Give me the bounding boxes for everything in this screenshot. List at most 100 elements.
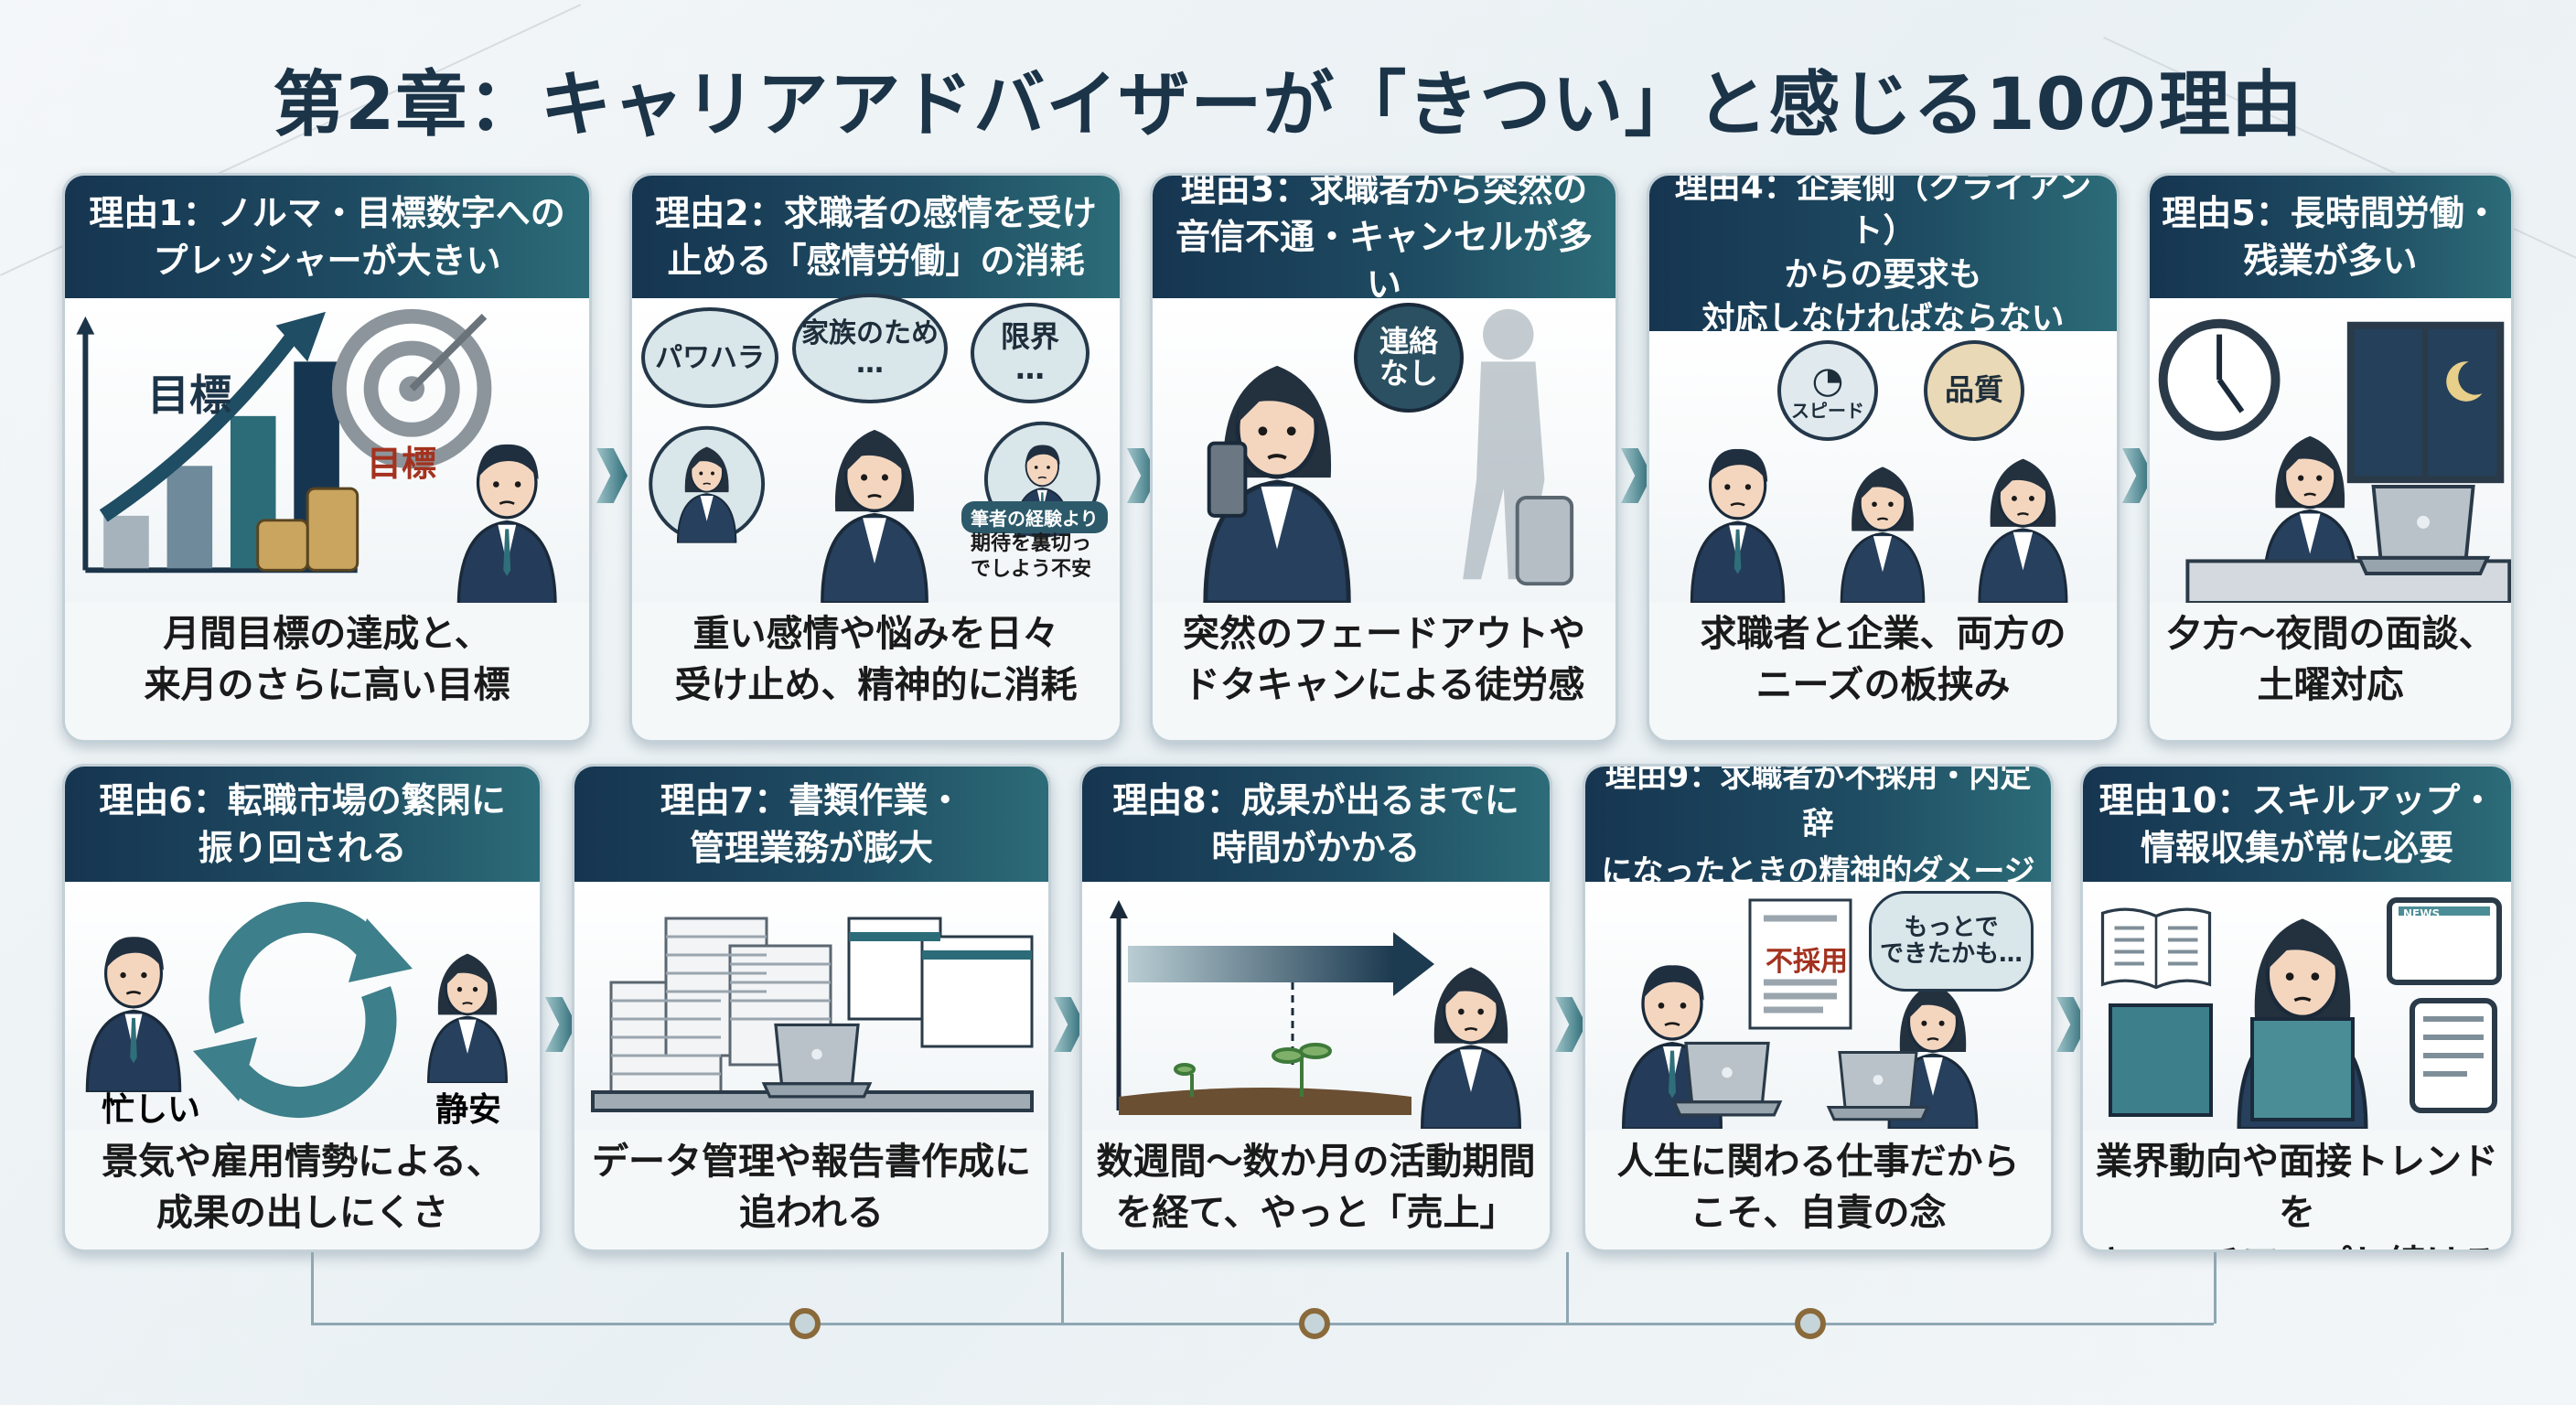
card-header: 理由4：企業側（クライアント）からの要求も対応しなければならない bbox=[1649, 173, 2117, 338]
speech-bubble-for-family: 家族のため … bbox=[792, 294, 948, 403]
illustration-long-lead-time bbox=[1082, 882, 1550, 1131]
card-header: 理由7：書類作業・管理業務が膨大 bbox=[574, 767, 1048, 882]
speedometer-icon: ◔ bbox=[1811, 359, 1844, 402]
card-header: 理由9：求職者が不採用・内定辞になったときの精神的ダメージ bbox=[1585, 764, 2051, 890]
caption-line: 突然のフェードアウトや bbox=[1183, 613, 1585, 655]
card-header: 理由5：長時間労働・残業が多い bbox=[2150, 176, 2511, 298]
header-line: 理由5：長時間労働・ bbox=[2162, 193, 2499, 233]
header-line: 理由10：スキルアップ・ bbox=[2098, 780, 2496, 820]
flow-chevron-icon bbox=[596, 448, 628, 503]
illustration-rejection-damage: 不採用 もっとで できたかも… bbox=[1585, 882, 2051, 1131]
caption-line: 追われる bbox=[739, 1192, 884, 1234]
reason-card-4: 理由4：企業側（クライアント）からの要求も対応しなければならない ◔スピード 品… bbox=[1647, 173, 2120, 743]
header-line: 理由9：求職者が不採用・内定辞 bbox=[1605, 764, 2032, 842]
header-line: 理由1：ノルマ・目標数字への bbox=[89, 193, 565, 233]
speech-bubble-quality: 品質 bbox=[1924, 340, 2024, 441]
card-header: 理由1：ノルマ・目標数字へのプレッシャーが大きい bbox=[65, 176, 589, 298]
caption-line: ニーズの板挟み bbox=[1755, 664, 2011, 706]
caption-line: キャッチアップし続ける bbox=[2092, 1239, 2502, 1249]
flow-chevron-icon bbox=[1555, 997, 1586, 1052]
speech-bubble-no-contact: 連絡 なし bbox=[1354, 303, 1464, 413]
thought-bubble-could-have-done-more: もっとで できたかも… bbox=[1869, 891, 2034, 992]
speech-bubble-power-harassment: パワハラ bbox=[641, 307, 778, 408]
connector-line bbox=[2214, 1252, 2216, 1324]
caption-line: 人生に関わる仕事だから bbox=[1616, 1141, 2020, 1183]
connector-node bbox=[789, 1308, 821, 1339]
caption-line: 数週間〜数か月の活動期間 bbox=[1096, 1141, 1536, 1183]
caption-line: 夕方〜夜間の面談、 bbox=[2165, 613, 2496, 655]
caption-line: 来月のさらに高い目標 bbox=[144, 664, 510, 706]
caption-line: 景気や雇用情勢による、 bbox=[102, 1141, 503, 1183]
rejection-document-label: 不採用 bbox=[1766, 946, 1848, 978]
card-caption: 数週間〜数か月の活動期間を経て、やっと「売上」 bbox=[1082, 1131, 1550, 1249]
paper-stacks-illustration bbox=[591, 917, 1034, 1112]
caption-line: こそ、自責の念 bbox=[1690, 1192, 1947, 1234]
speed-label: スピード bbox=[1791, 400, 1864, 422]
cycle-arrows-icon bbox=[85, 901, 509, 1119]
reason-card-9: 理由9：求職者が不採用・内定辞になったときの精神的ダメージ 不採用 もっとで で… bbox=[1583, 764, 2054, 1252]
connector-line bbox=[311, 1252, 314, 1324]
target-goal-label: 目標 bbox=[367, 444, 437, 484]
illustration-emotional-labor: パワハラ 家族のため … 限界 … 筆者の経験より 期待を裏切っでしよう不安 bbox=[632, 294, 1120, 603]
card-caption: データ管理や報告書作成に追われる bbox=[574, 1131, 1048, 1249]
night-work-illustration bbox=[2158, 318, 2511, 603]
header-line: 止める「感情労働」の消耗 bbox=[667, 241, 1085, 281]
caption-line: 月間目標の達成と、 bbox=[163, 613, 491, 655]
card-header: 理由10：スキルアップ・情報収集が常に必要 bbox=[2083, 767, 2511, 882]
ghost-candidate-illustration bbox=[1153, 308, 1574, 603]
header-line: 理由4：企業側（クライアント） bbox=[1674, 173, 2092, 250]
header-line: 情報収集が常に必要 bbox=[2140, 828, 2453, 868]
reason-card-1: 理由1：ノルマ・目標数字へのプレッシャーが大きい 目標 目標 月間目標の達成と、… bbox=[62, 173, 592, 743]
caption-line: 求職者と企業、両方の bbox=[1700, 613, 2066, 655]
caption-line: データ管理や報告書作成に bbox=[592, 1141, 1031, 1183]
note-line: でしよう不安 bbox=[971, 558, 1092, 581]
header-line: 管理業務が膨大 bbox=[689, 828, 933, 868]
time-arrow-sprout-illustration bbox=[1110, 900, 1550, 1131]
card-caption: 夕方〜夜間の面談、土曜対応 bbox=[2150, 603, 2511, 740]
author-experience-pill: 筆者の経験より bbox=[961, 501, 1108, 533]
anxiety-note: 期待を裏切っでしよう不安 bbox=[971, 531, 1091, 583]
illustration-market-cycle: 忙しい 静安 bbox=[65, 882, 540, 1131]
card-caption: 人生に関わる仕事だからこそ、自責の念 bbox=[1585, 1131, 2051, 1249]
rejection-illustration bbox=[1585, 898, 1979, 1129]
page-title: 第2章：キャリアアドバイザーが「きつい」と感じる10の理由 bbox=[273, 64, 2303, 146]
header-line: 残業が多い bbox=[2243, 241, 2418, 281]
connector-line bbox=[1061, 1252, 1064, 1324]
reason-card-3: 理由3：求職者から突然の音信不通・キャンセルが多い 連絡 なし 突然のフェードア… bbox=[1150, 173, 1618, 743]
three-people-illustration bbox=[1649, 331, 2068, 603]
card-caption: 業界動向や面接トレンドをキャッチアップし続ける bbox=[2083, 1131, 2511, 1249]
card-header: 理由6：転職市場の繁閑に振り回される bbox=[65, 767, 540, 882]
illustration-client-demands: ◔スピード 品質 bbox=[1649, 331, 2117, 603]
card-header: 理由8：成果が出るまでに時間がかかる bbox=[1082, 767, 1550, 882]
busy-label: 忙しい bbox=[102, 1091, 201, 1129]
header-line: プレッシャーが大きい bbox=[153, 241, 501, 281]
header-line: 時間がかかる bbox=[1211, 828, 1421, 868]
speech-bubble-limit: 限界 … bbox=[971, 303, 1089, 403]
caption-line: を経て、やっと「売上」 bbox=[1115, 1192, 1517, 1234]
card-caption: 重い感情や悩みを日々受け止め、精神的に消耗 bbox=[632, 603, 1120, 740]
books-and-tablets-illustration bbox=[2100, 897, 2502, 1131]
caption-line: 業界動向や面接トレンドを bbox=[2096, 1141, 2498, 1234]
news-tablet-icon bbox=[2387, 897, 2502, 985]
chart-goal-label: 目標 bbox=[147, 370, 231, 420]
caption-line: 土曜対応 bbox=[2257, 664, 2404, 706]
card-header: 理由2：求職者の感情を受け止める「感情労働」の消耗 bbox=[632, 176, 1120, 298]
reason-card-7: 理由7：書類作業・管理業務が膨大 データ管理や報告書作成に追われる bbox=[572, 764, 1051, 1252]
illustration-paperwork bbox=[574, 882, 1048, 1131]
header-line: 理由3：求職者から突然の bbox=[1180, 173, 1588, 209]
speech-bubble-speed: ◔スピード bbox=[1777, 340, 1878, 441]
reason-card-2: 理由2：求職者の感情を受け止める「感情労働」の消耗 パワハラ 家族のため … 限… bbox=[629, 173, 1122, 743]
note-line: 期待を裏切っ bbox=[971, 532, 1092, 555]
header-line: 理由8：成果が出るまでに bbox=[1112, 780, 1519, 820]
header-line: 音信不通・キャンセルが多い bbox=[1175, 217, 1593, 305]
caption-line: 重い感情や悩みを日々 bbox=[692, 613, 1059, 655]
reason-card-5: 理由5：長時間労働・残業が多い 夕方〜夜間の面談、土曜対応 bbox=[2147, 173, 2514, 743]
header-line: 理由7：書類作業・ bbox=[660, 780, 963, 820]
connector-line bbox=[311, 1323, 2214, 1325]
reason-card-8: 理由8：成果が出るまでに時間がかかる 数週間〜数か月の活動期間を経て、やっと「売… bbox=[1079, 764, 1552, 1252]
header-line: 理由6：転職市場の繁閑に bbox=[99, 780, 506, 820]
card-caption: 景気や雇用情勢による、成果の出しにくさ bbox=[65, 1131, 540, 1249]
growth-chart-icon bbox=[76, 308, 589, 603]
header-line: 振り回される bbox=[198, 828, 407, 868]
card-caption: 突然のフェードアウトやドタキャンによる徒労感 bbox=[1153, 603, 1615, 740]
